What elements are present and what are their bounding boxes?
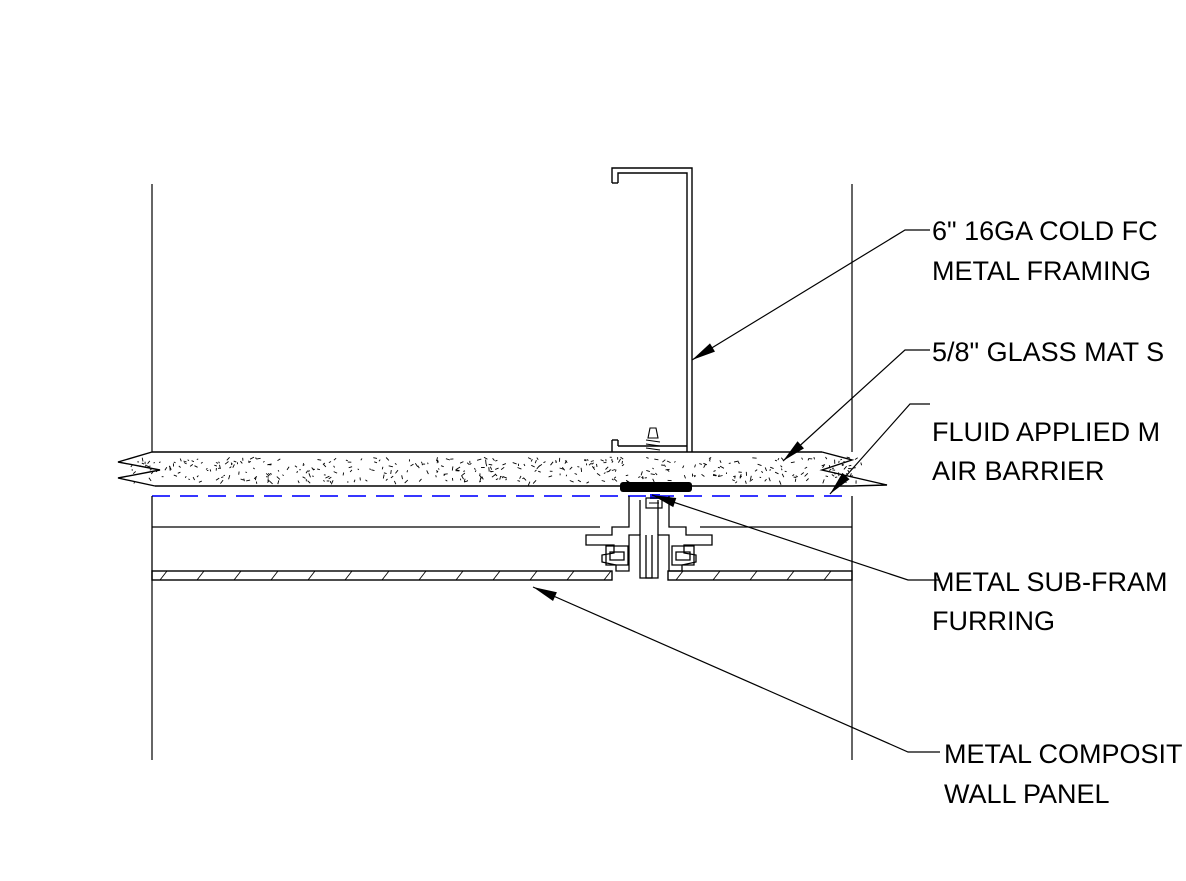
sheathing-screw: [645, 427, 661, 451]
sub-frame-zone: [151, 496, 853, 580]
annotation-sheathing: 5/8" GLASS MAT S: [932, 337, 1164, 367]
air-barrier-note-line-2: AIR BARRIER: [932, 456, 1105, 486]
wall-panel-note-line-2: WALL PANEL: [944, 779, 1110, 809]
cold-formed-stud: [611, 167, 693, 452]
stud-note-line-1: 6" 16GA COLD FC: [932, 216, 1158, 246]
panel-joint-extrusions: [585, 496, 713, 579]
metal-composite-panels: [151, 570, 853, 581]
sheathing-note-line-1: 5/8" GLASS MAT S: [932, 337, 1164, 367]
annotation-sub-frame: METAL SUB-FRAM FURRING: [932, 567, 1168, 636]
sub-frame-note-line-1: METAL SUB-FRAM: [932, 567, 1168, 597]
stud-note-line-2: METAL FRAMING: [932, 256, 1151, 286]
glass-mat-sheathing: [117, 451, 888, 487]
annotation-stud: 6" 16GA COLD FC METAL FRAMING: [932, 216, 1158, 286]
extent-lines: [151, 184, 853, 760]
air-barrier-note-line-1: FLUID APPLIED M: [932, 417, 1160, 447]
wall-panel-note-line-1: METAL COMPOSIT: [944, 739, 1183, 769]
leaders: [532, 229, 940, 753]
annotation-wall-panel: METAL COMPOSIT WALL PANEL: [944, 739, 1183, 809]
annotation-air-barrier: FLUID APPLIED M AIR BARRIER: [932, 417, 1160, 486]
sub-frame-note-line-2: FURRING: [932, 606, 1055, 636]
